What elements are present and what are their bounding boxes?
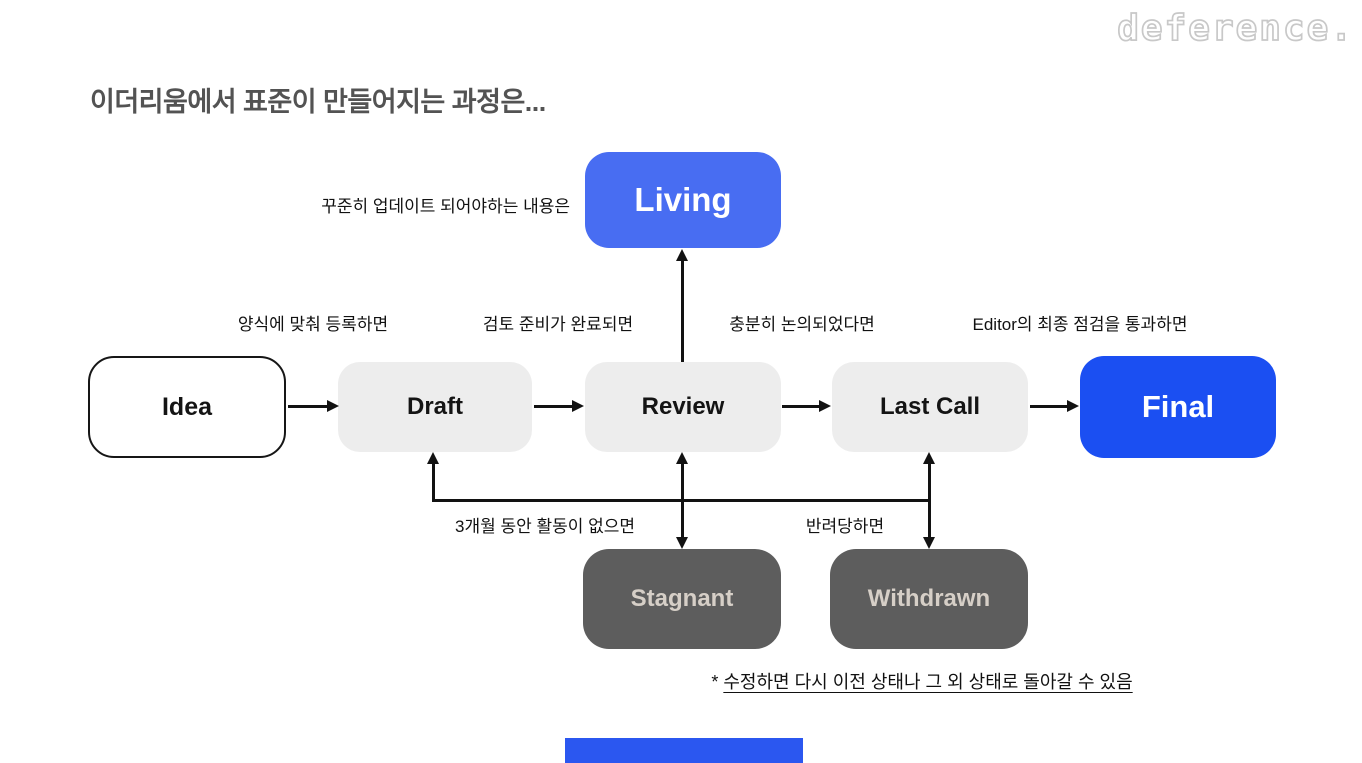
bottom-progress-bar	[565, 738, 803, 763]
arrow-line	[681, 463, 684, 539]
footnote-text: 수정하면 다시 이전 상태나 그 외 상태로 돌아갈 수 있음	[723, 672, 1133, 692]
arrow-line	[288, 405, 328, 408]
edge-label-review-to-last-call: 충분히 논의되었다면	[729, 315, 875, 334]
edge-label-draft-to-review: 검토 준비가 완료되면	[482, 315, 634, 334]
arrowhead-right-icon	[1067, 400, 1079, 412]
node-review: Review	[585, 362, 781, 452]
arrowhead-up-icon	[427, 452, 439, 464]
edge-label-to-stagnant: 3개월 동안 활동이 없으면	[454, 517, 636, 536]
node-withdrawn: Withdrawn	[830, 549, 1028, 649]
node-idea: Idea	[88, 356, 286, 458]
arrowhead-right-icon	[327, 400, 339, 412]
arrowhead-down-icon	[923, 537, 935, 549]
deference-logo: deference.	[1116, 7, 1354, 50]
page-title: 이더리움에서 표준이 만들어지는 과정은...	[90, 87, 546, 117]
arrowhead-up-icon	[676, 249, 688, 261]
arrow-line	[1030, 405, 1068, 408]
arrowhead-up-icon	[923, 452, 935, 464]
arrow-line	[782, 405, 820, 408]
edge-label-review-to-living: 꾸준히 업데이트 되어야하는 내용은	[321, 197, 570, 216]
node-draft: Draft	[338, 362, 532, 452]
arrow-line	[928, 463, 931, 539]
node-last-call: Last Call	[832, 362, 1028, 452]
arrowhead-right-icon	[572, 400, 584, 412]
node-living: Living	[585, 152, 781, 248]
node-stagnant: Stagnant	[583, 549, 781, 649]
arrow-line	[681, 260, 684, 362]
footnote: * 수정하면 다시 이전 상태나 그 외 상태로 돌아갈 수 있음	[662, 668, 1182, 694]
edge-label-to-withdrawn: 반려당하면	[805, 517, 885, 536]
arrowhead-down-icon	[676, 537, 688, 549]
edge-label-idea-to-draft: 양식에 맞춰 등록하면	[237, 315, 389, 334]
arrowhead-right-icon	[819, 400, 831, 412]
footnote-marker: *	[711, 672, 719, 692]
arrowhead-up-icon	[676, 452, 688, 464]
node-final: Final	[1080, 356, 1276, 458]
arrow-line	[534, 405, 573, 408]
arrow-line	[432, 463, 435, 501]
edge-label-last-call-to-final: Editor의 최종 점검을 통과하면	[972, 315, 1188, 334]
